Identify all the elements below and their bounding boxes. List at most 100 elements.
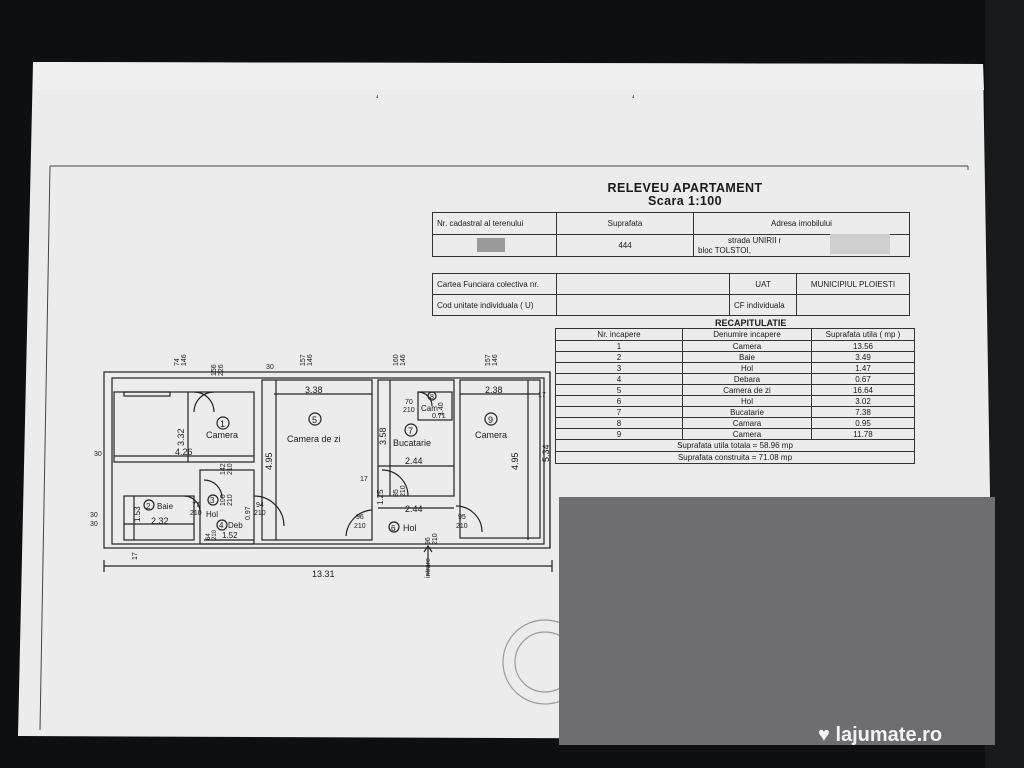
- cf-label: CF individuala: [729, 294, 797, 316]
- dimension: 146: [181, 354, 188, 366]
- dimension: 157: [485, 354, 492, 366]
- dimension: 0.71: [432, 413, 446, 420]
- room-name: Camera de zi: [287, 434, 341, 444]
- dimension: 30: [90, 512, 98, 519]
- dimension: 77: [192, 502, 200, 509]
- row-nr: 9: [555, 428, 683, 440]
- row-name: Debara: [682, 373, 812, 385]
- row-area: 16.64: [811, 384, 915, 396]
- dimension: 85: [393, 489, 400, 497]
- dimension: 2.38: [485, 385, 503, 395]
- watermark-text: lajumate.ro: [835, 724, 943, 746]
- dimension: 3.58: [378, 427, 388, 445]
- row-area: 7.38: [811, 406, 915, 418]
- dimension: 2.44: [405, 456, 423, 466]
- dimension: 17: [132, 552, 139, 560]
- document-title: RELEVEU APARTAMENT Scara 1:100: [560, 182, 810, 208]
- row-name: Hol: [682, 362, 812, 374]
- dimension: 2.32: [151, 516, 169, 526]
- dimension: 157: [300, 354, 307, 366]
- dimension: 160: [393, 354, 400, 366]
- dimension: 4.95: [510, 452, 520, 470]
- cod-unitate-value: [556, 294, 730, 316]
- address-line-1: strada UNIRII r: [728, 235, 782, 245]
- room-number: 3: [210, 496, 215, 505]
- total-built-area: Suprafata construita = 71.08 mp: [555, 451, 915, 464]
- dimension: 210: [212, 529, 218, 540]
- dimension: 74: [174, 358, 181, 366]
- room-number: 5: [312, 415, 317, 425]
- dimension: 13.31: [312, 569, 335, 579]
- room-name: Baie: [157, 502, 174, 511]
- watermark-logo-icon: ♥: [818, 724, 830, 746]
- recap-header-nr: Nr. incapere: [555, 328, 683, 341]
- dimension: 100: [220, 494, 227, 506]
- room-name: Cam: [421, 404, 438, 413]
- dimension: 2.44: [405, 504, 423, 514]
- dimension: 5.34: [541, 444, 551, 462]
- row-name: Camera de zi: [682, 384, 812, 396]
- dimension: 1.25: [376, 489, 385, 505]
- svg-text:ʻ: ʻ: [376, 93, 379, 107]
- dimension: 94: [256, 502, 264, 509]
- row-nr: 5: [555, 384, 683, 396]
- total-useful-area: Suprafata utila totala = 58.96 mp: [555, 439, 915, 452]
- dimension: 146: [307, 354, 314, 366]
- recap-title: RECAPITULATIE: [715, 318, 787, 328]
- dimension: 142: [220, 463, 227, 475]
- address-line-2: bloc TOLSTOI,: [698, 245, 751, 255]
- row-nr: 1: [555, 340, 683, 352]
- room-name: Deb: [228, 521, 243, 530]
- info-surface-value: 444: [556, 234, 694, 257]
- dimension: 64: [206, 533, 212, 540]
- dimension: 96: [356, 514, 364, 521]
- room-number: 6: [391, 524, 396, 533]
- row-area: 0.95: [811, 417, 915, 429]
- dimension: 210: [227, 463, 234, 475]
- row-name: Baie: [682, 351, 812, 363]
- dimension: 210: [432, 533, 439, 545]
- room-name: Hol: [206, 510, 218, 519]
- room-name: Bucatarie: [393, 438, 431, 448]
- dimension: 95: [458, 514, 466, 521]
- recap-header-name: Denumire incapere: [682, 328, 812, 341]
- row-name: Camera: [682, 428, 812, 440]
- dimension: 17: [360, 476, 368, 483]
- dimension: 1.53: [133, 506, 142, 522]
- row-name: Bucatarie: [682, 406, 812, 418]
- row-name: Hol: [682, 395, 812, 407]
- row-area: 3.02: [811, 395, 915, 407]
- dimension: 1.40: [438, 402, 445, 416]
- cf-value: [796, 294, 910, 316]
- dimension: 96: [425, 537, 432, 545]
- dimension: 156: [211, 364, 218, 376]
- row-nr: 7: [555, 406, 683, 418]
- dimension: 226: [218, 364, 225, 376]
- dimension: 146: [492, 354, 499, 366]
- site-watermark: ♥ lajumate.ro: [818, 724, 942, 747]
- row-name: Camara: [682, 417, 812, 429]
- row-nr: 8: [555, 417, 683, 429]
- row-area: 0.67: [811, 373, 915, 385]
- carte-funciara-label: Cartea Funciara colectiva nr.: [432, 273, 557, 295]
- recap-header-area: Suprafata utila ( mp ): [811, 328, 915, 341]
- cod-unitate-label: Cod unitate individuala ( U): [432, 294, 557, 316]
- redaction-block-address: [830, 234, 890, 254]
- row-area: 3.49: [811, 351, 915, 363]
- dimension: 4.26: [175, 447, 193, 457]
- dimension: 30: [266, 364, 274, 371]
- dimension: 70: [405, 399, 413, 406]
- row-name: Camera: [682, 340, 812, 352]
- dimension: 146: [400, 354, 407, 366]
- dimension: 210: [227, 494, 234, 506]
- info-header-surface: Suprafata: [556, 212, 694, 235]
- room-number: 1: [220, 419, 225, 429]
- room-number: 7: [408, 426, 413, 436]
- room-number: 2: [146, 502, 151, 511]
- room-name: Camera: [206, 430, 238, 440]
